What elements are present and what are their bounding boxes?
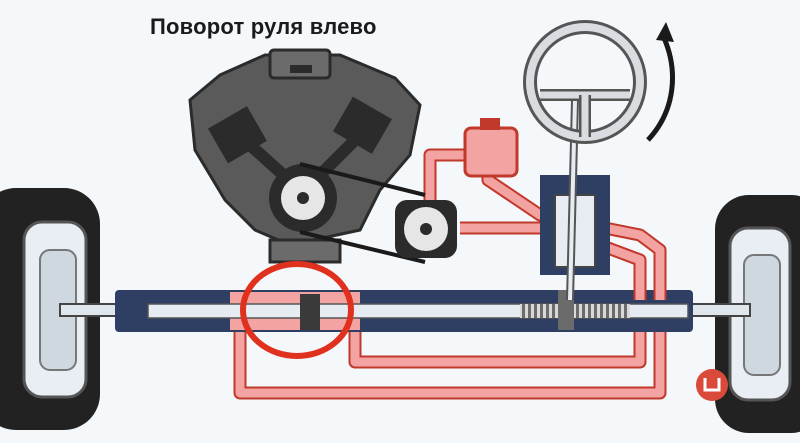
logo-icon [696, 369, 728, 401]
crankshaft-pulley [269, 164, 337, 232]
pump-icon [395, 200, 457, 258]
page-title: Поворот руля влево [150, 14, 377, 39]
rotation-arrow-head [656, 22, 674, 42]
engine-icon [188, 48, 422, 264]
highlight-circle [240, 261, 354, 359]
left-wheel [0, 188, 100, 430]
right-tie-rod [689, 303, 751, 317]
steering-wheel-icon [523, 20, 647, 144]
fluid-reservoir [463, 118, 519, 178]
rotation-arrow-icon [646, 36, 675, 142]
rack-housing [115, 290, 693, 332]
